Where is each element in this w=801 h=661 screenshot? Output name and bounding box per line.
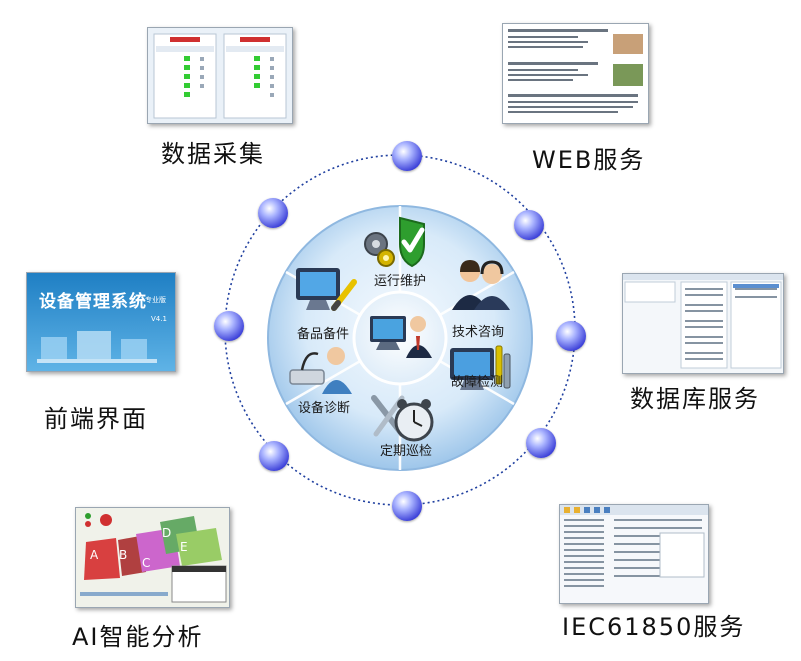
orbit-node [214,311,244,341]
zone-label-c: C [142,556,151,570]
web-page-icon [508,29,643,113]
database-service-thumbnail [622,273,784,374]
label-iec-service: IEC61850服务 [562,613,746,641]
zone-label-e: E [180,540,188,554]
frontend-thumbnail: 设备管理系统 专业版 V4.1 [26,272,176,372]
gear-shield-icon [364,216,425,268]
segment-label-tech-consult: 技术咨询 [451,325,505,340]
data-collection-table-icon [153,33,287,119]
segment-label-inspection: 定期巡检 [379,444,433,459]
orbit-node [258,198,288,228]
zone-label-d: D [162,526,172,540]
segment-label-maintenance: 运行维护 [373,274,427,289]
label-frontend: 前端界面 [44,405,148,433]
segment-label-fault-detect: 故障检测 [450,375,504,390]
ai-analysis-thumbnail: A B C D E [75,507,230,608]
headset-consultants-icon [452,260,510,310]
equipment-icon [37,331,157,363]
monitor-pen-icon [296,268,357,311]
doctor-stethoscope-icon [289,347,352,394]
frontend-version: V4.1 [151,315,167,323]
iec-table-icon [560,505,708,587]
label-database-service: 数据库服务 [630,385,760,413]
frontend-edition: 专业版 [145,296,166,304]
segment-label-diagnosis: 设备诊断 [297,401,351,416]
orbit-node [392,491,422,521]
monitor-tools-icon [450,345,511,390]
frontend-title: 设备管理系统 [39,292,147,312]
orbit-node [526,428,556,458]
label-web-service: WEB服务 [532,146,646,174]
zone-map-icon [80,513,227,603]
web-service-thumbnail [502,23,649,124]
orbit-node [392,141,422,171]
orbit-node [259,441,289,471]
orbit-node [556,321,586,351]
consultant-workstation-icon [370,316,432,358]
data-collection-thumbnail [147,27,293,124]
label-data-collection: 数据采集 [161,140,265,168]
alarm-clock-tools-icon [371,395,434,442]
label-ai-analysis: AI智能分析 [72,623,204,651]
iec-service-thumbnail [559,504,709,604]
zone-label-a: A [90,548,99,562]
segment-label-spare-parts: 备品备件 [296,327,350,342]
zone-label-b: B [119,548,128,562]
database-calendar-icon [623,274,783,369]
orbit-node [514,210,544,240]
